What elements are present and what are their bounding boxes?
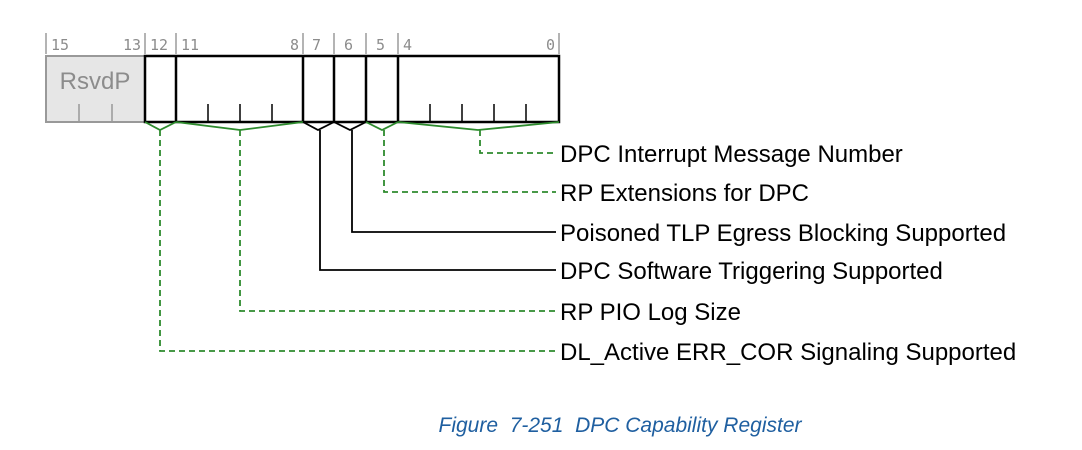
field-label-rp-pio-log-size: RP PIO Log Size — [560, 299, 741, 326]
bit-number: 7 — [312, 36, 321, 54]
bit-number: 15 — [51, 36, 69, 54]
bit-number-labels: 15 13 12 11 8 7 6 5 4 0 — [51, 36, 555, 54]
bit-number: 8 — [290, 36, 299, 54]
field-label-rp-extensions: RP Extensions for DPC — [560, 180, 809, 207]
leader-line-sw-triggering — [319, 130, 556, 271]
leader-line-rp-extensions — [383, 130, 556, 193]
bit-number: 0 — [546, 36, 555, 54]
figure-caption: Figure 7-251 DPC Capability Register — [439, 414, 803, 437]
bit-number: 5 — [376, 36, 385, 54]
rsvdp-label: RsvdP — [60, 68, 131, 95]
leader-line-poisoned-tlp — [351, 130, 556, 233]
bit-ruler — [45, 33, 560, 54]
field-brace-sw-triggering — [302, 121, 335, 132]
field-label-poisoned-tlp: Poisoned TLP Egress Blocking Supported — [560, 220, 1006, 247]
leader-line-dl-active — [159, 130, 556, 352]
field-brace-interrupt-msg — [397, 121, 560, 131]
field-label-sw-triggering: DPC Software Triggering Supported — [560, 258, 943, 285]
leader-line-rp-pio-log-size — [239, 130, 556, 312]
field-label-dl-active: DL_Active ERR_COR Signaling Supported — [560, 339, 1016, 366]
leader-line-interrupt-msg — [479, 130, 556, 154]
bit-number: 12 — [150, 36, 168, 54]
bit-number: 13 — [123, 36, 141, 54]
rsvdp-field: RsvdP — [45, 55, 146, 123]
bit-number: 4 — [403, 36, 412, 54]
field-brace-poisoned-tlp — [333, 121, 367, 132]
field-label-interrupt-msg: DPC Interrupt Message Number — [560, 141, 903, 168]
bit-number: 6 — [344, 36, 353, 54]
field-labels: DPC Interrupt Message Number RP Extensio… — [560, 141, 1016, 366]
register-fields-box — [143, 54, 561, 124]
bit-number: 11 — [181, 36, 199, 54]
field-brace-rp-extensions — [365, 121, 399, 132]
